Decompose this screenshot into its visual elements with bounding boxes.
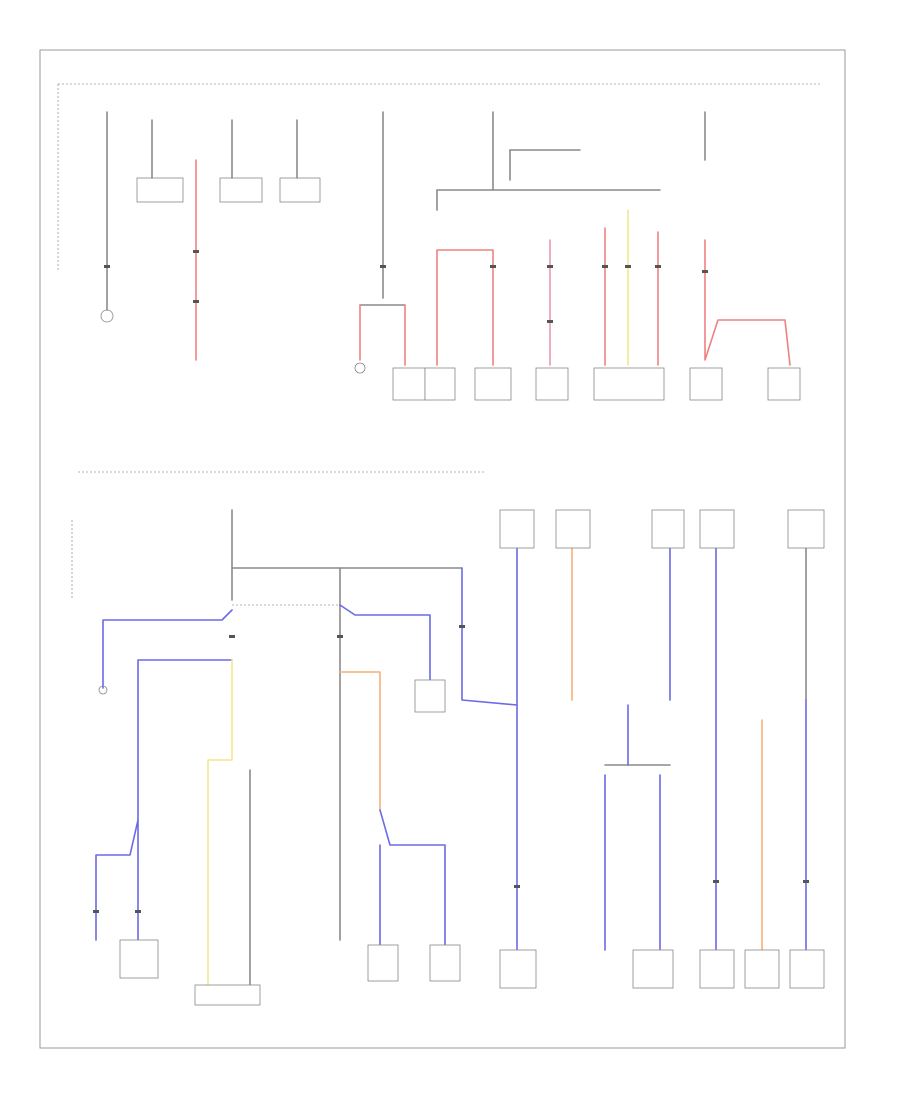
component-p xyxy=(367,944,399,982)
wire-red-4 xyxy=(436,249,494,366)
wire-yellow-1 xyxy=(207,659,233,986)
component-m xyxy=(414,679,446,713)
component-k xyxy=(699,509,735,549)
wire-blue-4 xyxy=(339,604,431,686)
component-o xyxy=(194,984,261,1006)
wire-blue-7 xyxy=(461,567,518,706)
wire-orange-1 xyxy=(339,671,381,811)
wire-blue-5 xyxy=(379,809,446,946)
connector-marks xyxy=(93,250,809,913)
component-g xyxy=(767,367,801,401)
wire-blue-3 xyxy=(95,819,139,941)
component-v xyxy=(789,949,825,989)
component-j xyxy=(651,509,685,549)
fuse-box-3 xyxy=(279,119,321,203)
component-u xyxy=(744,949,780,989)
component-f xyxy=(689,367,723,401)
ground-symbol-bottom xyxy=(98,685,108,695)
component-q xyxy=(429,944,461,982)
component-c xyxy=(474,367,512,401)
component-d xyxy=(535,367,569,401)
component-s xyxy=(632,949,674,989)
fuse-box-2 xyxy=(219,119,263,203)
ground-circuit-left xyxy=(100,111,114,323)
component-a xyxy=(392,367,426,401)
component-e xyxy=(593,367,665,401)
component-i xyxy=(555,509,591,549)
component-r xyxy=(499,949,537,989)
wire-blue-2 xyxy=(137,659,233,821)
wire-blue-1 xyxy=(102,609,233,689)
component-b xyxy=(424,367,456,401)
diagram-frame xyxy=(39,49,846,1049)
ground-symbol-top xyxy=(354,362,366,374)
fuse-box-1 xyxy=(136,119,184,203)
component-h xyxy=(499,509,535,549)
component-l xyxy=(787,509,825,549)
wire-red-9 xyxy=(704,239,791,366)
component-n xyxy=(119,939,159,979)
component-t xyxy=(699,949,735,989)
